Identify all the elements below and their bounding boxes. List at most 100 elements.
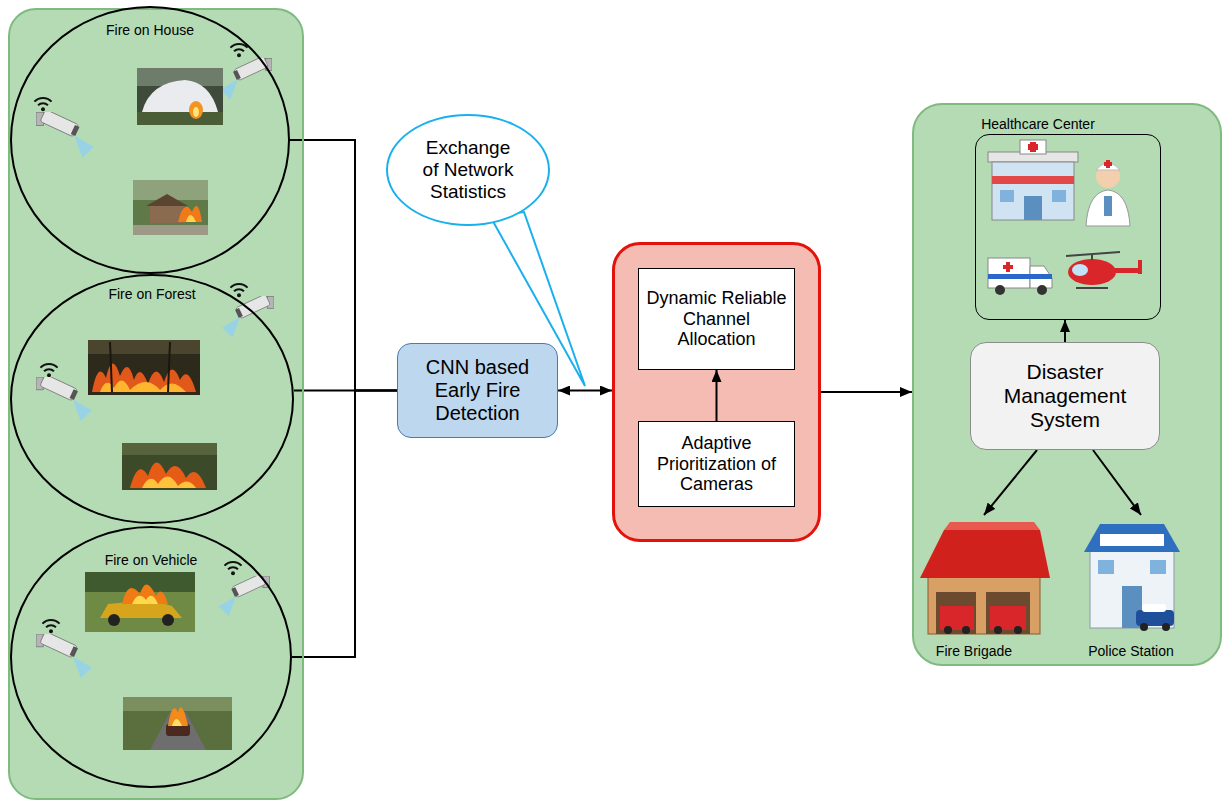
forest-fire-photo (130, 462, 206, 488)
vehicle-cameras (219, 574, 270, 616)
house-fire-photo (133, 180, 208, 235)
helicopter-icon (1066, 252, 1142, 288)
ambulance-icon (988, 258, 1052, 295)
vehicle-fire-photo (123, 697, 232, 711)
house-fire-photo (137, 68, 223, 125)
forest-fire-photo (122, 443, 217, 490)
process-box: Disaster Management System (970, 342, 1160, 450)
vehicle-fire-photo (108, 614, 120, 626)
ambulance-icon (995, 285, 1005, 295)
ambulance-icon (988, 274, 1052, 279)
forest-fire-photo (88, 340, 200, 354)
node-title: Police Station (1065, 643, 1197, 659)
nurse-icon (1086, 190, 1130, 226)
node-title: Fire Brigade (908, 643, 1040, 659)
hospital-icon (1052, 190, 1066, 202)
forest-fire-photo (88, 340, 200, 395)
fire-station-icon (920, 530, 1050, 578)
house-cameras (220, 56, 272, 99)
police-station-icon (1162, 623, 1170, 631)
forest-fire-photo (110, 342, 112, 392)
hospital-icon (992, 176, 1074, 184)
box-label: CNN based Early Fire Detection (406, 356, 549, 425)
ambulance-icon (988, 258, 1030, 288)
helicopter-icon (1072, 264, 1088, 276)
hospital-icon (988, 140, 1078, 220)
helicopter-icon (1068, 259, 1116, 285)
vehicle-fire-photo (123, 697, 232, 750)
scene-circle: Fire on House (10, 6, 290, 274)
module-panel: Dynamic Reliable Channel AllocationAdapt… (612, 242, 821, 542)
connector-arrow (716, 370, 718, 421)
forest-fire-photo (122, 443, 217, 455)
ambulance-icon (1037, 285, 1047, 295)
red-panel-fill (613, 243, 820, 541)
fire-station-icon (986, 592, 1030, 634)
hospital-icon (1024, 196, 1042, 220)
vehicle-fire-photo (132, 596, 158, 604)
process-box: Adaptive Prioritization of Cameras (638, 421, 795, 507)
house-cameras (34, 44, 272, 158)
house-fire-photo (133, 180, 208, 235)
nurse-icon (1104, 196, 1112, 216)
vehicle-cameras (224, 562, 241, 575)
connector-arrow (1093, 450, 1141, 515)
ambulance-icon (1003, 265, 1013, 269)
node-title: Fire on Vehicle (12, 552, 290, 568)
house-fire-photo (186, 215, 196, 222)
fire-station-icon (940, 606, 974, 630)
connector-arrow (1064, 320, 1066, 342)
fire-station-icon (936, 592, 976, 634)
vehicle-fire-photo (162, 614, 174, 626)
forest-fire-photo (88, 340, 200, 395)
house-fire-photo (193, 107, 199, 117)
box-label: Disaster Management System (979, 360, 1151, 432)
connector-line (290, 140, 397, 391)
node-title: Healthcare Center (946, 116, 1130, 132)
fire-station-icon (920, 522, 1050, 634)
connector-arrow (821, 391, 912, 393)
helicopter-icon (1076, 287, 1108, 289)
right-panel-fill (913, 104, 1221, 665)
vehicle-fire-photo (168, 707, 188, 726)
house-fire-photo (137, 68, 223, 125)
police-station-icon (1100, 534, 1164, 546)
forest-cameras (36, 374, 92, 421)
icon-group-box: Healthcare Center (975, 134, 1161, 320)
police-station-icon (1084, 524, 1180, 552)
forest-cameras (230, 284, 247, 297)
box-label: Dynamic Reliable Channel Allocation (644, 288, 789, 350)
hospital-icon (992, 162, 1074, 220)
forest-fire-photo (168, 342, 170, 392)
police-station-icon (1142, 604, 1166, 612)
house-fire-photo (146, 194, 188, 206)
fire-station-icon (928, 572, 1040, 634)
helicopter-icon (1091, 254, 1093, 260)
forest-cameras (222, 294, 274, 337)
police-station-icon (1136, 610, 1174, 626)
process-box: CNN based Early Fire Detection (397, 343, 558, 438)
connector-arrow (984, 450, 1037, 515)
fire-station-icon (962, 626, 970, 634)
icon-node: Fire Brigade (918, 515, 1050, 659)
house-cameras (34, 98, 51, 111)
police-station-icon (1098, 560, 1114, 574)
vehicle-cameras (42, 620, 59, 633)
house-fire-photo (133, 225, 208, 235)
house-fire-photo (142, 80, 218, 112)
vehicle-fire-photo (172, 719, 182, 726)
police-station-icon (1090, 548, 1174, 628)
forest-fire-photo (142, 476, 196, 488)
icon-node: Police Station (1075, 515, 1207, 659)
box-label: Adaptive Prioritization of Cameras (644, 433, 789, 495)
nurse-icon (1086, 160, 1130, 226)
forest-fire-photo (122, 443, 217, 490)
scene-circle: Fire on Forest (10, 274, 294, 524)
house-fire-photo (189, 101, 203, 119)
hospital-icon (1028, 144, 1038, 150)
fire-station-icon (944, 522, 1040, 530)
box-label: Exchange of Network Statistics (418, 137, 518, 203)
police-station-icon (1150, 560, 1166, 574)
house-fire-photo (137, 112, 223, 125)
